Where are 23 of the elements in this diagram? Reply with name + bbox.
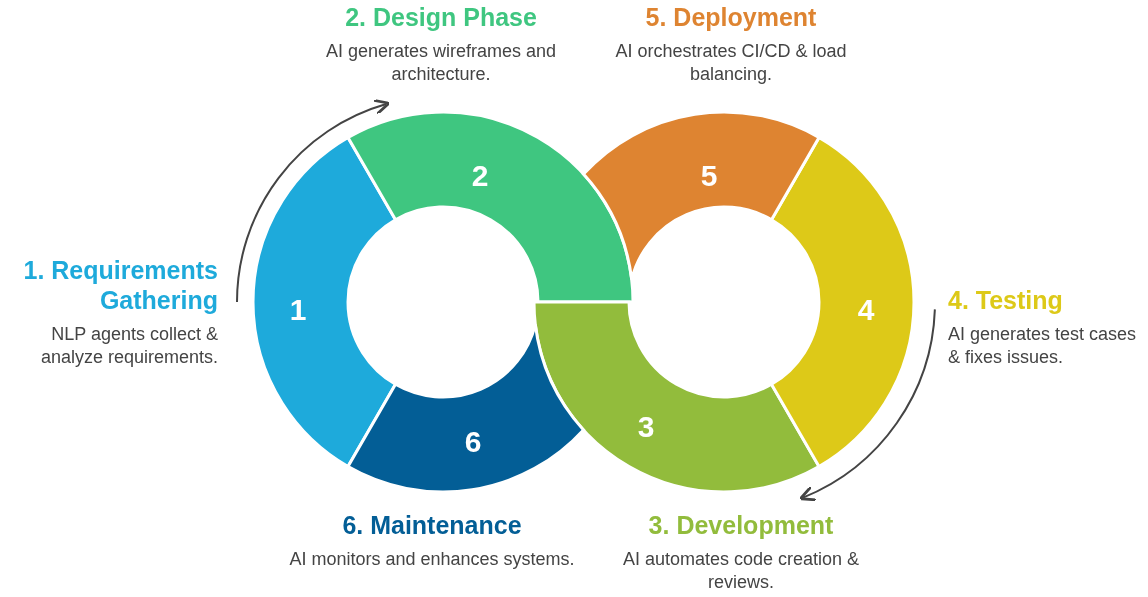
step-description: AI generates wireframes and architecture. <box>324 40 558 86</box>
step-heading: 1. Requirements Gathering <box>22 255 218 315</box>
step-heading: 4. Testing <box>948 285 1064 315</box>
step-number: 4 <box>857 293 875 326</box>
step-number: 2 <box>471 159 489 192</box>
step-heading: 6. Maintenance <box>341 510 523 540</box>
step-description: AI automates code creation & reviews. <box>621 548 861 594</box>
step-number: 6 <box>464 425 482 458</box>
step-number: 5 <box>700 159 718 192</box>
curved-arrow <box>236 99 391 303</box>
curved-arrow <box>799 308 936 501</box>
ring-segment <box>346 110 635 304</box>
step-heading: 3. Development <box>647 510 835 540</box>
step-number: 3 <box>637 410 655 443</box>
step-number: 1 <box>289 293 307 326</box>
step-description: AI monitors and enhances systems. <box>288 548 576 571</box>
step-heading: 2. Design Phase <box>344 2 538 32</box>
step-description: AI generates test cases & fixes issues. <box>948 323 1138 369</box>
step-description: AI orchestrates CI/CD & load balancing. <box>614 40 848 86</box>
step-heading: 5. Deployment <box>644 2 818 32</box>
step-description: NLP agents collect & analyze requirements. <box>39 323 218 369</box>
ring-segment <box>582 110 821 282</box>
ring-segment <box>346 322 585 494</box>
